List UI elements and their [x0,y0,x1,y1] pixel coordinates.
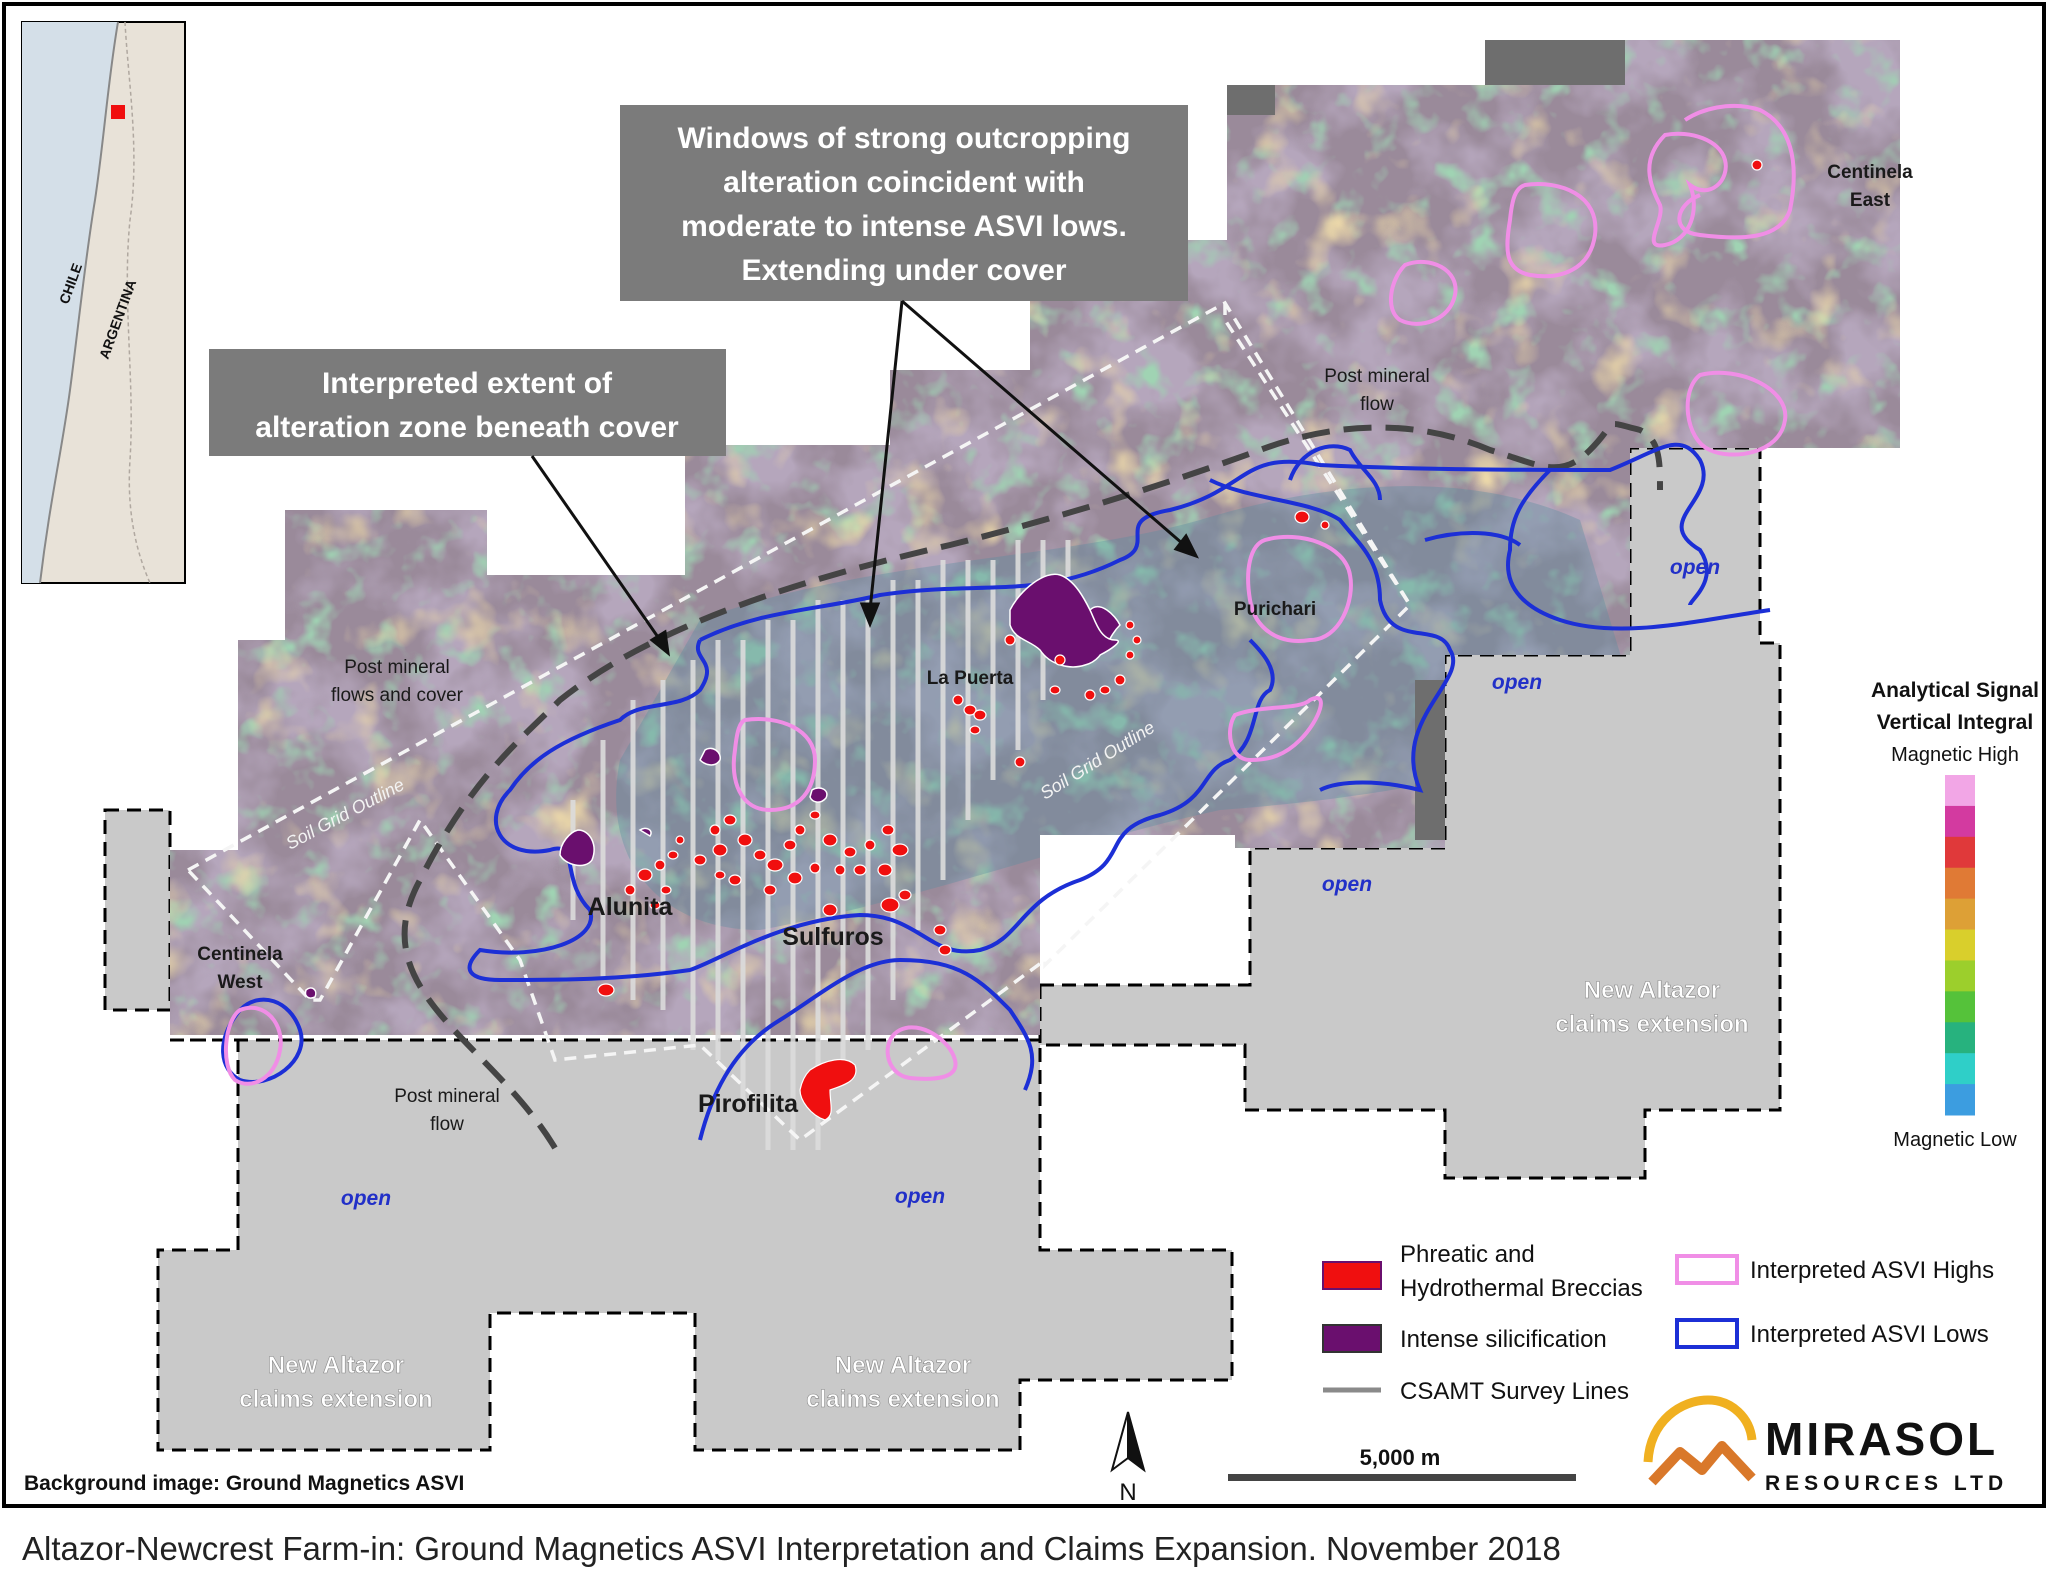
callout-arrows [530,299,1199,657]
open-label-1: open [1670,556,1720,579]
legend-swatch-breccia [1322,1261,1382,1290]
claims-label-ne-1: New Altazor [1584,977,1720,1004]
svg-text:Windows of strong outcropping: Windows of strong outcropping [678,122,1131,155]
breccia-occurrences [597,159,1763,1121]
svg-text:Extending under cover: Extending under cover [741,254,1066,287]
label-post-mineral-flow-sw-1: Post mineral [394,1086,500,1107]
company-name: MIRASOL [1765,1413,1998,1465]
claims-label-s-1: New Altazor [835,1352,971,1379]
claims-label-sw-1: New Altazor [268,1352,404,1379]
svg-text:alteration zone beneath cover: alteration zone beneath cover [255,411,679,444]
color-scale-step [1945,1084,1975,1116]
color-scale-step [1945,867,1975,900]
project-location-marker [111,105,125,119]
color-scale: Analytical Signal Vertical Integral Magn… [1871,679,2039,1151]
label-post-mineral-flows-cover-1: Post mineral [344,657,450,678]
color-scale-step [1945,775,1975,807]
svg-text:alteration coincident with: alteration coincident with [723,166,1085,199]
open-label-5: open [341,1187,391,1210]
scale-bar-label: 5,000 m [1360,1445,1441,1470]
color-scale-high-label: Magnetic High [1891,744,2019,766]
callout-extent: Interpreted extent of alteration zone be… [209,349,726,456]
legend-swatch-asvi-lows [1675,1318,1739,1349]
label-post-mineral-flow-ne-2: flow [1360,394,1394,415]
claims-label-s-2: claims extension [806,1386,999,1413]
legend-label-breccia-2: Hydrothermal Breccias [1400,1275,1643,1302]
color-scale-step [1945,929,1975,961]
csamt-survey-lines [570,540,1071,1150]
map-legend: Phreatic and Hydrothermal Breccias Inten… [1322,1241,1994,1405]
label-alunita: Alunita [588,893,674,921]
interpreted-alteration-extent [401,421,1663,1150]
interpreted-asvi-lows [221,442,1771,1141]
label-post-mineral-flow-sw-2: flow [430,1114,464,1135]
label-sulfuros: Sulfuros [782,923,883,951]
label-centinela-east-2: East [1850,190,1891,211]
intense-silicification-zones [304,573,1121,999]
legend-swatch-silicification [1322,1324,1382,1353]
soil-grid-outline [186,300,1413,1143]
label-post-mineral-flow-ne-1: Post mineral [1324,366,1430,387]
legend-label-asvi-lows: Interpreted ASVI Lows [1750,1321,1989,1348]
color-scale-step [1945,836,1975,869]
open-label-2: open [1492,671,1542,694]
label-la-puerta: La Puerta [927,668,1014,689]
legend-swatch-asvi-highs [1675,1254,1739,1285]
legend-label-asvi-highs: Interpreted ASVI Highs [1750,1257,1994,1284]
color-scale-step [1945,1022,1975,1054]
color-scale-bar [1945,775,1975,1116]
callout-windows: Windows of strong outcropping alteration… [620,105,1188,301]
label-centinela-east-1: Centinela [1827,162,1913,183]
north-arrow: N [1110,1411,1146,1506]
label-pirofilita: Pirofilita [698,1090,799,1118]
open-label-4: open [895,1185,945,1208]
legend-label-breccia-1: Phreatic and [1400,1241,1535,1268]
scale-bar: 5,000 m [1228,1445,1576,1481]
svg-text:moderate to intense ASVI lows.: moderate to intense ASVI lows. [681,210,1127,243]
label-purichari: Purichari [1234,599,1316,620]
mirasol-logo: MIRASOL RESOURCES LTD [1643,1395,2008,1495]
figure-caption: Altazor-Newcrest Farm-in: Ground Magneti… [22,1530,1561,1567]
claims-label-sw-2: claims extension [239,1386,432,1413]
color-scale-step [1945,991,1975,1023]
legend-label-csamt: CSAMT Survey Lines [1400,1378,1629,1405]
color-scale-low-label: Magnetic Low [1893,1129,2017,1151]
claims-label-ne-2: claims extension [1555,1011,1748,1038]
label-centinela-west-1: Centinela [197,944,283,965]
label-centinela-west-2: West [217,972,263,993]
color-scale-step [1945,960,1975,992]
location-inset-map: CHILE ARGENTINA [21,21,186,584]
label-post-mineral-flows-cover-2: flows and cover [331,685,464,706]
interpreted-asvi-highs [223,103,1796,1086]
color-scale-step [1945,1053,1975,1085]
color-scale-title-1: Analytical Signal [1871,679,2039,702]
north-label: N [1119,1479,1136,1506]
color-scale-step [1945,898,1975,931]
legend-label-silicification: Intense silicification [1400,1326,1607,1353]
open-label-3: open [1322,873,1372,896]
svg-text:Interpreted extent of: Interpreted extent of [322,367,613,400]
background-image-note: Background image: Ground Magnetics ASVI [24,1472,464,1495]
color-scale-title-2: Vertical Integral [1877,711,2033,734]
color-scale-step [1945,805,1975,838]
company-subname: RESOURCES LTD [1765,1472,2008,1495]
